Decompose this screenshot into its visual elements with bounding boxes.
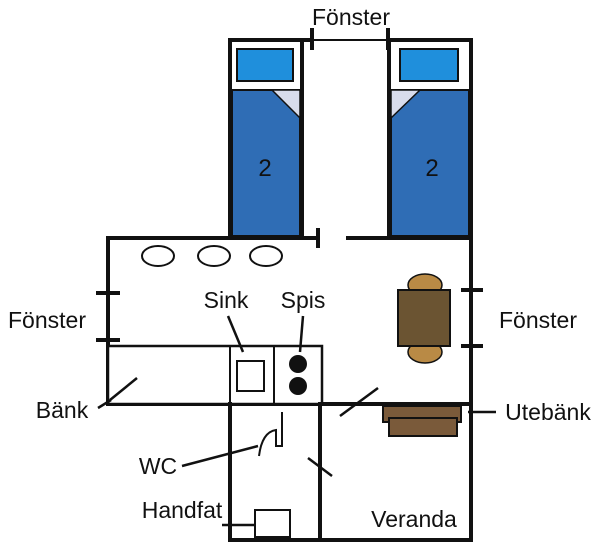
label-outdoor-bench: Utebänk — [505, 399, 591, 425]
window-top — [310, 28, 390, 50]
washbasin — [254, 509, 291, 538]
label-washbasin: Handfat — [142, 497, 223, 523]
bedroom-walls — [228, 38, 473, 240]
leader-lines — [97, 315, 496, 527]
label-stove: Spis — [281, 287, 326, 313]
bed-right-number: 2 — [425, 155, 438, 182]
bed-right-mattress — [390, 89, 470, 237]
light-1 — [141, 245, 175, 267]
door-swings — [109, 377, 379, 477]
window-right — [461, 288, 483, 348]
dining-table — [397, 289, 451, 347]
bed-left-sheet-fold — [270, 89, 301, 120]
label-window-right: Fönster — [499, 307, 577, 333]
bed-left-pillow — [236, 48, 294, 82]
dining-set — [397, 273, 451, 364]
label-sink: Sink — [204, 287, 249, 313]
label-wc: WC — [139, 453, 177, 479]
light-3 — [249, 245, 283, 267]
label-porch: Veranda — [371, 506, 457, 532]
stove-burner-top — [289, 355, 307, 373]
outdoor-bench — [382, 405, 462, 437]
bed-right-sheet-fold — [390, 89, 422, 120]
stove — [289, 355, 307, 395]
ceiling-lights — [141, 245, 283, 267]
bed-right: 2 — [390, 48, 470, 237]
sink-basin — [236, 360, 265, 392]
washbasin-bowl — [254, 509, 291, 538]
stove-burner-bottom — [289, 377, 307, 395]
bed-left-number: 2 — [258, 155, 271, 182]
outdoor-bench-seat — [388, 417, 458, 437]
label-window-left: Fönster — [8, 307, 86, 333]
wc-fixture — [258, 412, 283, 457]
bed-left-mattress — [231, 89, 301, 237]
light-2 — [197, 245, 231, 267]
label-window-top: Fönster — [312, 4, 390, 30]
bathroom-walls — [228, 402, 473, 542]
window-left — [96, 291, 120, 342]
bed-left: 2 — [231, 48, 301, 237]
sink — [236, 360, 265, 392]
label-counter: Bänk — [36, 397, 89, 423]
bed-right-pillow — [399, 48, 459, 82]
kitchen-counter — [106, 344, 324, 406]
